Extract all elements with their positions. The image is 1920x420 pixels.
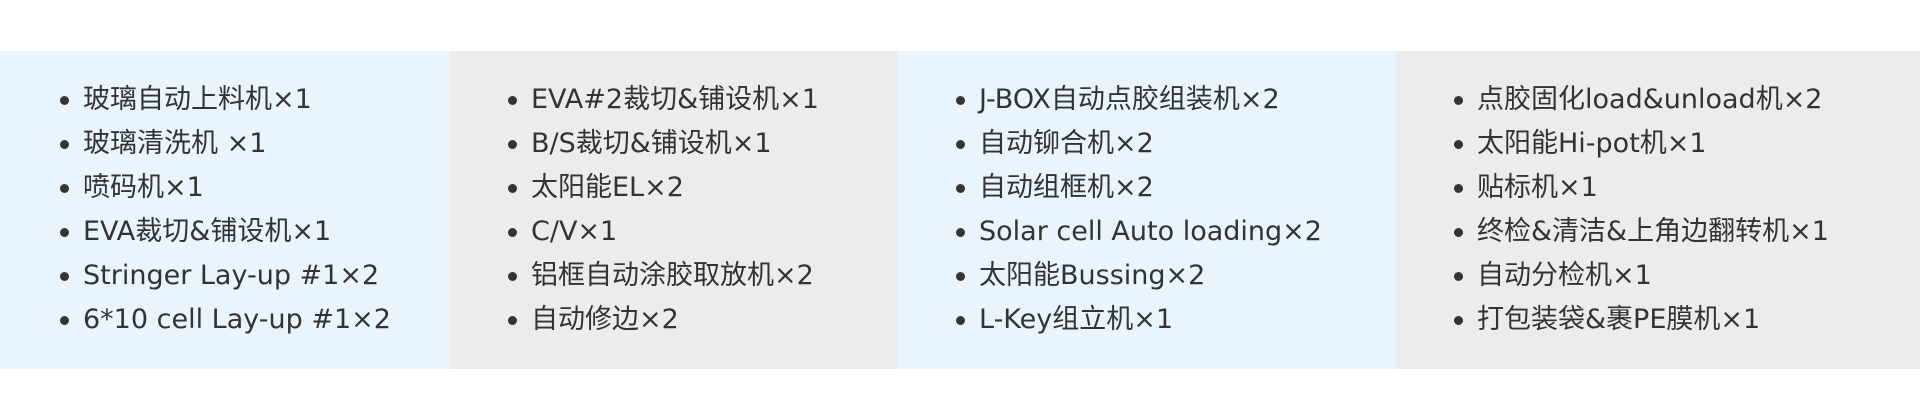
bullet-icon (508, 272, 517, 281)
equipment-list-4: 点胶固化load&unload机×2 太阳能Hi-pot机×1 贴标机×1 终检… (1454, 78, 1920, 342)
bullet-icon (1454, 184, 1463, 193)
equipment-column-2: EVA#2裁切&铺设机×1 B/S裁切&铺设机×1 太阳能EL×2 C/V×1 … (450, 51, 898, 369)
list-item-text: Stringer Lay-up #1×2 (83, 260, 380, 291)
list-item-text: EVA#2裁切&铺设机×1 (531, 84, 819, 115)
bullet-icon (60, 316, 69, 325)
list-item: 玻璃清洗机 ×1 (60, 122, 450, 166)
list-item: 太阳能Bussing×2 (956, 254, 1396, 298)
bullet-icon (956, 96, 965, 105)
list-item: EVA#2裁切&铺设机×1 (508, 78, 898, 122)
bullet-icon (508, 140, 517, 149)
list-item-text: 贴标机×1 (1477, 172, 1598, 203)
bullet-icon (956, 228, 965, 237)
bullet-icon (60, 228, 69, 237)
list-item-text: 点胶固化load&unload机×2 (1477, 84, 1823, 115)
bullet-icon (1454, 228, 1463, 237)
list-item-text: 打包装袋&裹PE膜机×1 (1477, 304, 1761, 335)
list-item: 太阳能Hi-pot机×1 (1454, 122, 1920, 166)
list-item: 喷码机×1 (60, 166, 450, 210)
list-item: 自动铆合机×2 (956, 122, 1396, 166)
list-item: 自动修边×2 (508, 298, 898, 342)
list-item: Stringer Lay-up #1×2 (60, 254, 450, 298)
bullet-icon (60, 184, 69, 193)
bullet-icon (956, 140, 965, 149)
list-item: EVA裁切&铺设机×1 (60, 210, 450, 254)
bullet-icon (956, 184, 965, 193)
equipment-list-1: 玻璃自动上料机×1 玻璃清洗机 ×1 喷码机×1 EVA裁切&铺设机×1 Str… (60, 78, 450, 342)
bullet-icon (60, 272, 69, 281)
list-item: B/S裁切&铺设机×1 (508, 122, 898, 166)
list-item-text: J-BOX自动点胶组装机×2 (979, 84, 1280, 115)
list-item-text: 喷码机×1 (83, 172, 204, 203)
bullet-icon (1454, 272, 1463, 281)
equipment-list-2: EVA#2裁切&铺设机×1 B/S裁切&铺设机×1 太阳能EL×2 C/V×1 … (508, 78, 898, 342)
bullet-icon (508, 316, 517, 325)
bullet-icon (1454, 316, 1463, 325)
equipment-list-3: J-BOX自动点胶组装机×2 自动铆合机×2 自动组框机×2 Solar cel… (956, 78, 1396, 342)
list-item-text: 玻璃自动上料机×1 (83, 84, 312, 115)
list-item: C/V×1 (508, 210, 898, 254)
list-item-text: 终检&清洁&上角边翻转机×1 (1477, 216, 1829, 247)
bullet-icon (1454, 96, 1463, 105)
list-item-text: 自动铆合机×2 (979, 128, 1154, 159)
list-item-text: EVA裁切&铺设机×1 (83, 216, 332, 247)
list-item: 6*10 cell Lay-up #1×2 (60, 298, 450, 342)
bullet-icon (1454, 140, 1463, 149)
bullet-icon (508, 228, 517, 237)
list-item: 打包装袋&裹PE膜机×1 (1454, 298, 1920, 342)
list-item-text: 太阳能EL×2 (531, 172, 684, 203)
list-item-text: B/S裁切&铺设机×1 (531, 128, 772, 159)
list-item-text: 铝框自动涂胶取放机×2 (531, 260, 814, 291)
list-item-text: C/V×1 (531, 216, 618, 247)
list-item-text: 自动组框机×2 (979, 172, 1154, 203)
list-item-text: L-Key组立机×1 (979, 304, 1174, 335)
list-item: 点胶固化load&unload机×2 (1454, 78, 1920, 122)
bullet-icon (60, 140, 69, 149)
list-item: 贴标机×1 (1454, 166, 1920, 210)
equipment-column-3: J-BOX自动点胶组装机×2 自动铆合机×2 自动组框机×2 Solar cel… (898, 51, 1396, 369)
list-item: 自动组框机×2 (956, 166, 1396, 210)
bullet-icon (60, 96, 69, 105)
list-item-text: 玻璃清洗机 ×1 (83, 128, 267, 159)
list-item-text: 太阳能Bussing×2 (979, 260, 1206, 291)
list-item: J-BOX自动点胶组装机×2 (956, 78, 1396, 122)
list-item-text: Solar cell Auto loading×2 (979, 216, 1322, 247)
list-item-text: 自动分检机×1 (1477, 260, 1652, 291)
equipment-list-band: 玻璃自动上料机×1 玻璃清洗机 ×1 喷码机×1 EVA裁切&铺设机×1 Str… (0, 51, 1920, 369)
bullet-icon (956, 316, 965, 325)
equipment-column-1: 玻璃自动上料机×1 玻璃清洗机 ×1 喷码机×1 EVA裁切&铺设机×1 Str… (0, 51, 450, 369)
list-item-text: 自动修边×2 (531, 304, 679, 335)
equipment-column-4: 点胶固化load&unload机×2 太阳能Hi-pot机×1 贴标机×1 终检… (1396, 51, 1920, 369)
list-item: 玻璃自动上料机×1 (60, 78, 450, 122)
list-item: L-Key组立机×1 (956, 298, 1396, 342)
bullet-icon (508, 96, 517, 105)
list-item: 太阳能EL×2 (508, 166, 898, 210)
list-item: Solar cell Auto loading×2 (956, 210, 1396, 254)
list-item: 铝框自动涂胶取放机×2 (508, 254, 898, 298)
list-item-text: 太阳能Hi-pot机×1 (1477, 128, 1707, 159)
bullet-icon (508, 184, 517, 193)
list-item: 自动分检机×1 (1454, 254, 1920, 298)
list-item: 终检&清洁&上角边翻转机×1 (1454, 210, 1920, 254)
list-item-text: 6*10 cell Lay-up #1×2 (83, 304, 391, 335)
bullet-icon (956, 272, 965, 281)
